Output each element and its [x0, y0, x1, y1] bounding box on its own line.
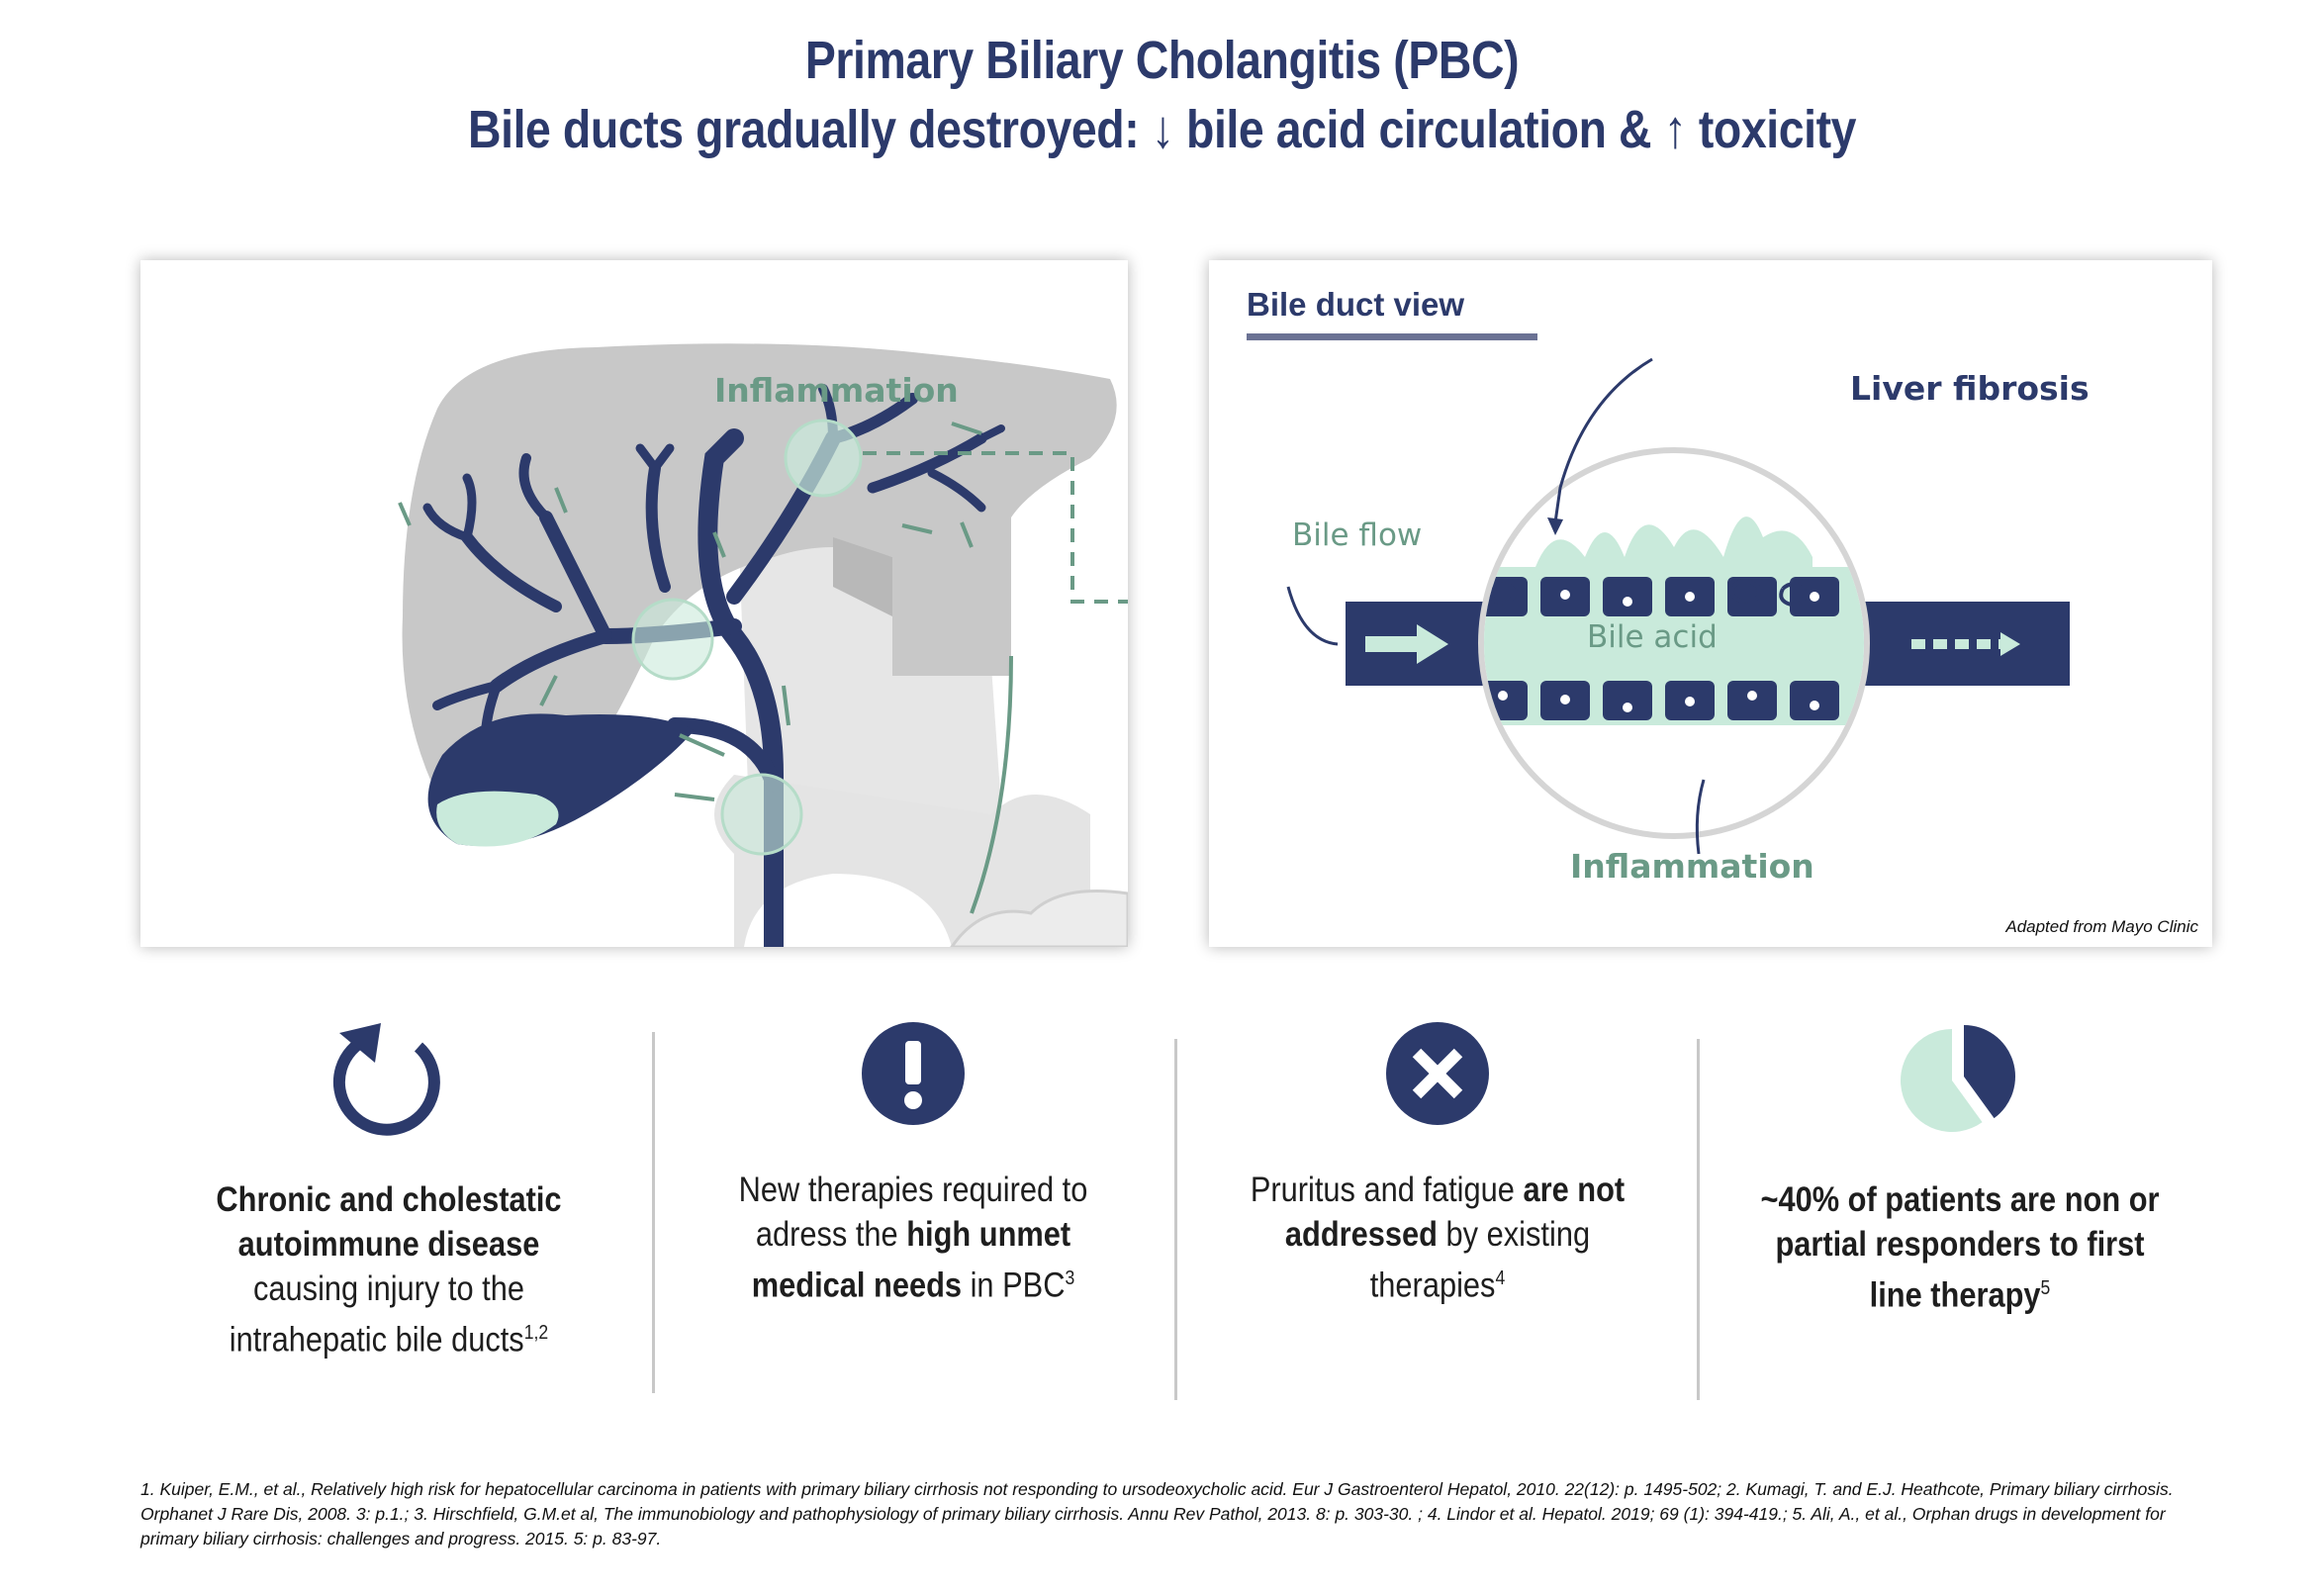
- feature-chronic-disease: Chronic and cholestatic autoimmune disea…: [156, 1019, 621, 1362]
- bile-duct-view-panel: Bile duct view Liver fibrosis Bile flow …: [1209, 260, 2212, 947]
- refresh-arrow-icon: [332, 1023, 440, 1136]
- feature-2-ref: 3: [1065, 1267, 1075, 1289]
- pie-slice-non-responders: [1964, 1025, 2015, 1119]
- image-credit: Adapted from Mayo Clinic: [2005, 917, 2198, 936]
- feature-3-text-end: by existing therapies: [1369, 1215, 1591, 1305]
- inflammation-label-right: Inflammation: [1570, 847, 1814, 886]
- feature-3-bold: are not addressed: [1284, 1171, 1626, 1254]
- references: 1. Kuiper, E.M., et al., Relatively high…: [140, 1479, 2174, 1548]
- page-title: Primary Biliary Cholangitis (PBC): [804, 31, 1520, 90]
- feature-4-bold: ~40% of patients are non or partial resp…: [1760, 1180, 2160, 1315]
- liver-fibrosis-label: Liver fibrosis: [1850, 369, 2090, 408]
- feature-1-bold: Chronic and cholestatic autoimmune disea…: [216, 1180, 562, 1264]
- feature-2-text-end: in PBC: [962, 1266, 1066, 1305]
- pie-chart-icon: [1901, 1025, 2015, 1132]
- bile-acid-label: Bile acid: [1587, 619, 1718, 655]
- feature-3-ref: 4: [1495, 1267, 1506, 1289]
- page-subtitle: Bile ducts gradually destroyed: ↓ bile a…: [467, 100, 1857, 159]
- feature-non-responders: ~40% of patients are non or partial resp…: [1727, 1019, 2192, 1318]
- bile-duct-view-title: Bile duct view: [1247, 286, 1465, 323]
- x-circle-icon: [1386, 1022, 1489, 1125]
- feature-pruritus-fatigue: Pruritus and fatigue are not addressed b…: [1205, 1019, 1670, 1308]
- feature-4-ref: 5: [2040, 1277, 2051, 1299]
- inflammation-label: Inflammation: [714, 371, 959, 410]
- feature-3-text: Pruritus and fatigue: [1250, 1171, 1524, 1209]
- liver-illustration: [398, 343, 1128, 947]
- exclamation-circle-icon: [862, 1022, 965, 1125]
- feature-2-bold: high unmet medical needs: [751, 1215, 1071, 1305]
- feature-1-text: causing injury to the intrahepatic bile …: [229, 1269, 524, 1360]
- pie-slice-remainder: [1901, 1029, 1983, 1132]
- column-divider: [652, 1032, 655, 1393]
- feature-1-ref: 1,2: [523, 1322, 549, 1344]
- liver-illustration-panel: Inflammation: [140, 260, 1128, 947]
- bile-duct-diagram: [1286, 357, 2070, 855]
- title-underline: [1247, 333, 1537, 340]
- pie-chart: [1901, 1025, 2015, 1132]
- feature-2-text: New therapies required to adress the: [738, 1171, 1088, 1254]
- bile-flow-label: Bile flow: [1292, 517, 1423, 553]
- feature-unmet-needs: New therapies required to adress the hig…: [681, 1019, 1146, 1308]
- column-divider: [1174, 1039, 1177, 1400]
- column-divider: [1697, 1039, 1700, 1400]
